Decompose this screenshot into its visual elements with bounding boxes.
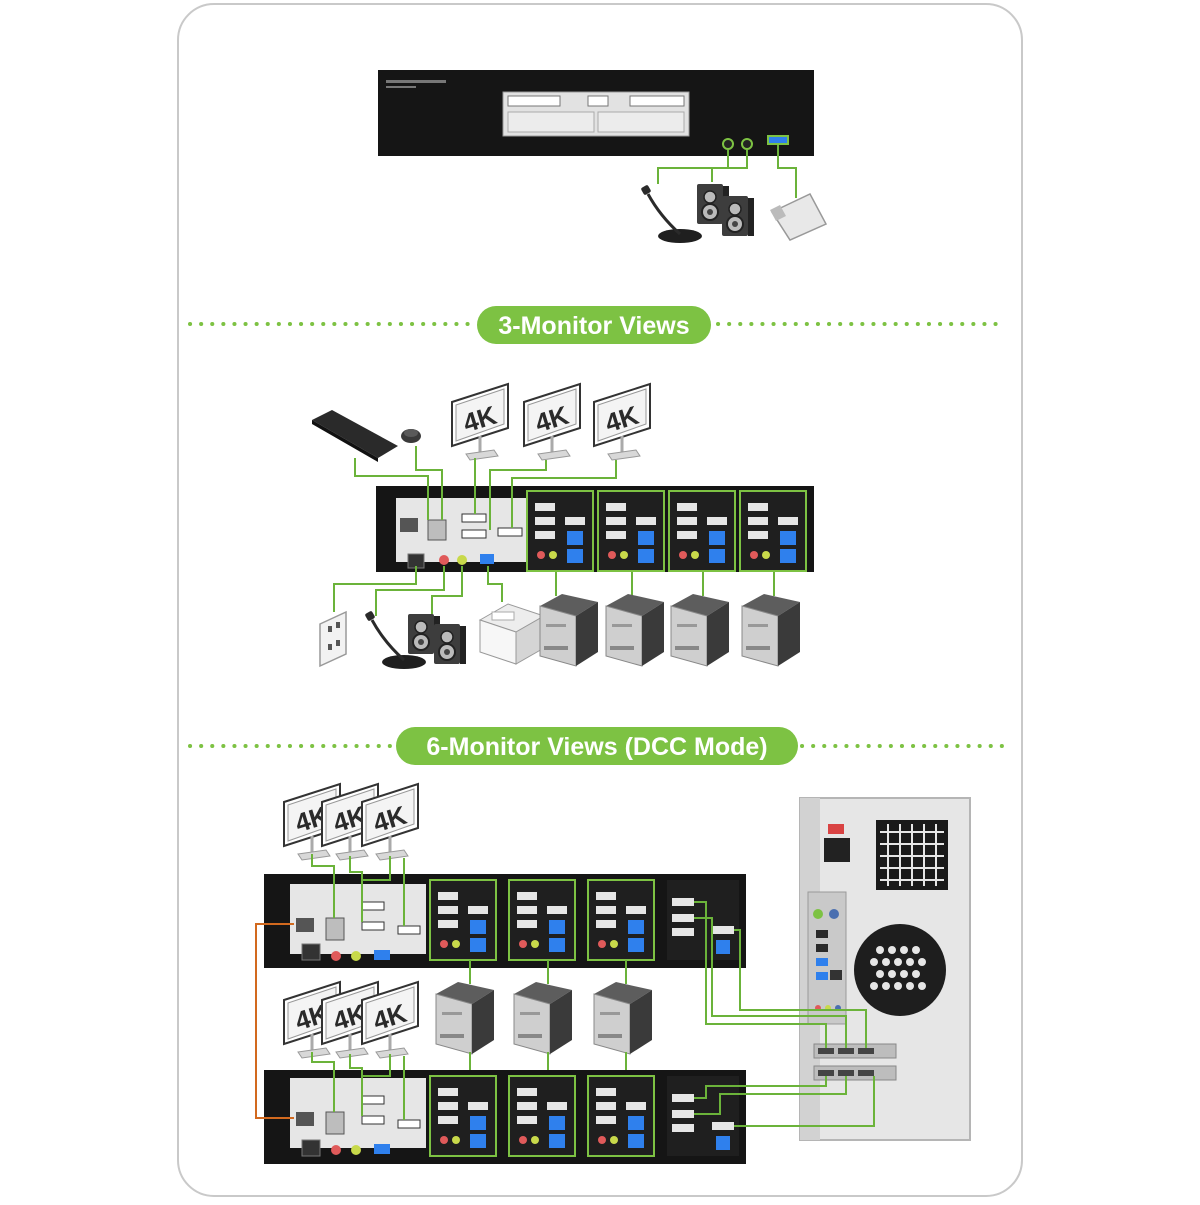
mouse-icon — [401, 429, 421, 443]
computer-tower-icon — [539, 593, 599, 667]
monitor-4k: 4K — [360, 980, 420, 1060]
keyboard-icon — [312, 410, 398, 462]
pc-tower-rear — [799, 797, 971, 1141]
tower-cables — [469, 960, 627, 1076]
lower-monitor-cables — [311, 1052, 405, 1120]
power-outlet-icon — [319, 610, 347, 668]
cpu-port-group — [508, 879, 576, 961]
cpu-port-group — [739, 490, 807, 572]
cpu-port-group — [667, 1076, 739, 1156]
section-title: 6-Monitor Views (DCC Mode) — [426, 733, 767, 761]
section-divider-6-monitor: 6-Monitor Views (DCC Mode) — [188, 727, 1006, 765]
cpu-port-group — [597, 490, 665, 572]
kvm-front-panel — [378, 70, 814, 156]
kvm-rear-panel-primary — [264, 874, 746, 968]
cpu-port-group — [587, 879, 655, 961]
speaker-icon — [433, 623, 467, 665]
cpu-port-group — [668, 490, 736, 572]
cpu-port-group — [508, 1075, 576, 1157]
computer-tower-icon — [670, 593, 730, 667]
cpu-port-group — [667, 880, 739, 960]
dcc-link-cable — [255, 923, 294, 1119]
section-divider-3-monitor: 3-Monitor Views — [188, 306, 1006, 344]
computer-tower-icon — [741, 593, 801, 667]
cpu-port-group — [526, 490, 594, 572]
computer-tower-icon — [435, 981, 495, 1055]
computer-tower-icon — [593, 981, 653, 1055]
cpu-port-group — [587, 1075, 655, 1157]
cpu-port-group — [429, 1075, 497, 1157]
monitor-4k: 4K — [450, 382, 510, 462]
monitor-4k: 4K — [522, 382, 582, 462]
computer-tower-icon — [605, 593, 665, 667]
speaker-icon — [721, 195, 755, 237]
front-cables — [657, 145, 797, 198]
monitor-4k: 4K — [592, 382, 652, 462]
monitor-4k: 4K — [360, 782, 420, 862]
usb-drive-icon — [770, 193, 828, 241]
cpu-port-group — [429, 879, 497, 961]
computer-tower-icon — [513, 981, 573, 1055]
upper-cables — [354, 446, 617, 530]
pc-link-cables — [694, 901, 875, 1127]
section-title: 3-Monitor Views — [498, 312, 689, 340]
upper-monitor-cables — [311, 854, 405, 926]
lower-cables — [333, 566, 775, 616]
